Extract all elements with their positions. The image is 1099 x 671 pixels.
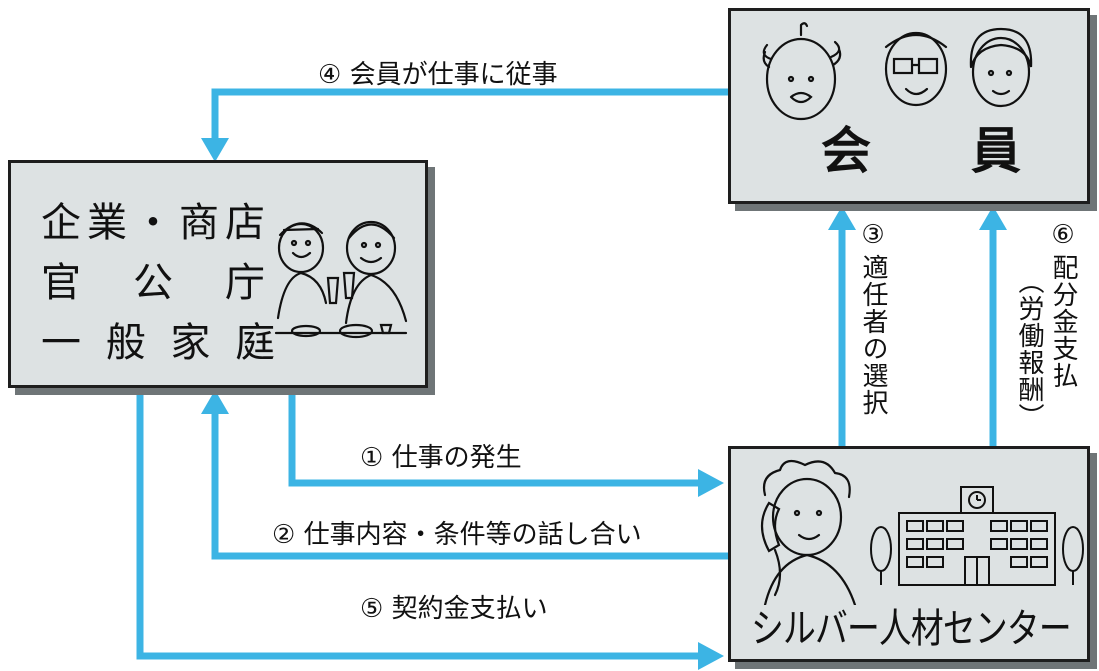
step-6-label: 配分金支払 — [1048, 254, 1078, 389]
arrowhead-step-6 — [979, 206, 1007, 230]
client-line-households: 一 般 家 庭 — [41, 320, 282, 366]
people-toasting-illustration — [274, 220, 408, 339]
arrowhead-step-4 — [201, 138, 229, 162]
step-5-label: ⑤ 契約金支払い — [360, 594, 548, 624]
arrowhead-step-5 — [698, 642, 724, 670]
step-2-label: ② 仕事内容・条件等の話し合い — [272, 520, 642, 550]
step-3-number: ③ — [858, 220, 888, 251]
members-illustration — [762, 22, 1033, 121]
step-6-note: （労働報酬） — [1014, 268, 1044, 430]
arrowhead-step-1 — [698, 469, 724, 497]
arrowhead-step-3 — [828, 206, 856, 230]
client-box: 企業・商店 官 公 庁 一 般 家 庭 — [8, 160, 428, 388]
arrow-step-4 — [211, 88, 728, 140]
arrowhead-step-2 — [201, 390, 229, 414]
silver-center-box: シルバー人材センター — [728, 446, 1090, 662]
arrow-step-2 — [211, 412, 728, 560]
step-1-label: ① 仕事の発生 — [360, 443, 522, 473]
step-4-label: ④ 会員が仕事に従事 — [318, 60, 558, 90]
center-staff-illustration — [760, 459, 857, 605]
client-line-government: 官 公 庁 — [41, 260, 271, 306]
silver-center-label: シルバー人材センター — [751, 606, 1072, 652]
client-line-companies: 企業・商店 — [41, 200, 271, 246]
step-6-number: ⑥ — [1048, 220, 1078, 251]
arrow-step-5 — [136, 388, 700, 660]
building-illustration — [870, 486, 1084, 586]
member-box: 会 員 — [728, 8, 1090, 204]
member-label-kai: 会 — [821, 122, 871, 180]
step-3-label: 適任者の選択 — [858, 254, 888, 416]
arrow-step-1 — [288, 388, 700, 487]
member-label-in: 員 — [971, 122, 1021, 180]
